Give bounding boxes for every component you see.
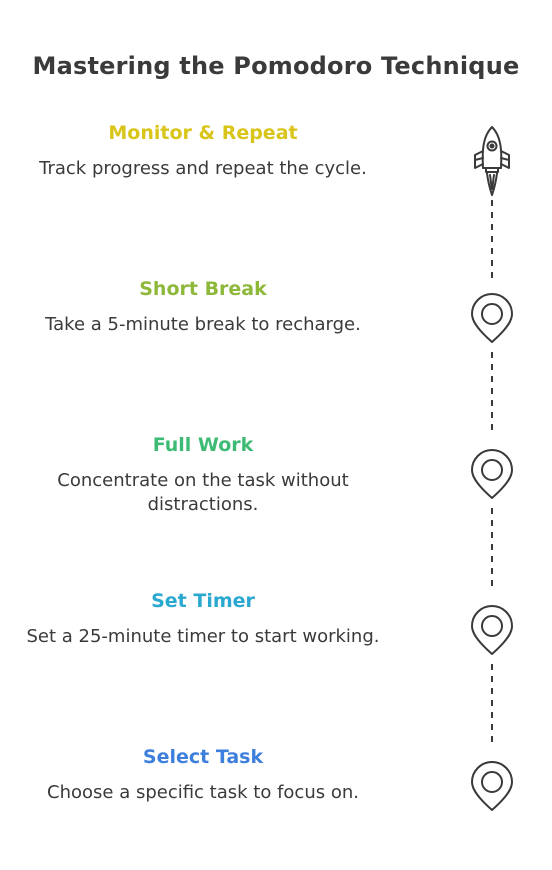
rocket-icon [474, 126, 510, 196]
step-description: Set a 25-minute timer to start working. [26, 626, 380, 647]
diagram-title: Mastering the Pomodoro Technique [32, 52, 520, 80]
step-set-timer: Set Timer Set a 25-minute timer to start… [20, 589, 386, 649]
step-monitor-repeat: Monitor & Repeat Track progress and repe… [20, 121, 386, 181]
step-title: Full Work [152, 434, 254, 456]
step-select-task: Select Task Choose a specific task to fo… [20, 745, 386, 805]
step-description: Concentrate on the task without distract… [57, 470, 349, 515]
step-description: Track progress and repeat the cycle. [39, 158, 367, 179]
map-pin-icon [471, 293, 513, 343]
map-pin-icon [471, 605, 513, 655]
step-description: Choose a specific task to focus on. [47, 782, 359, 803]
step-title: Set Timer [151, 590, 255, 612]
step-title: Short Break [139, 278, 267, 300]
map-pin-icon [471, 761, 513, 811]
step-title: Select Task [142, 746, 264, 768]
step-description: Take a 5-minute break to recharge. [45, 314, 361, 335]
step-short-break: Short Break Take a 5-minute break to rec… [20, 277, 386, 337]
step-full-work: Full Work Concentrate on the task withou… [20, 433, 386, 517]
map-pin-icon [471, 449, 513, 499]
step-title: Monitor & Repeat [108, 122, 298, 144]
